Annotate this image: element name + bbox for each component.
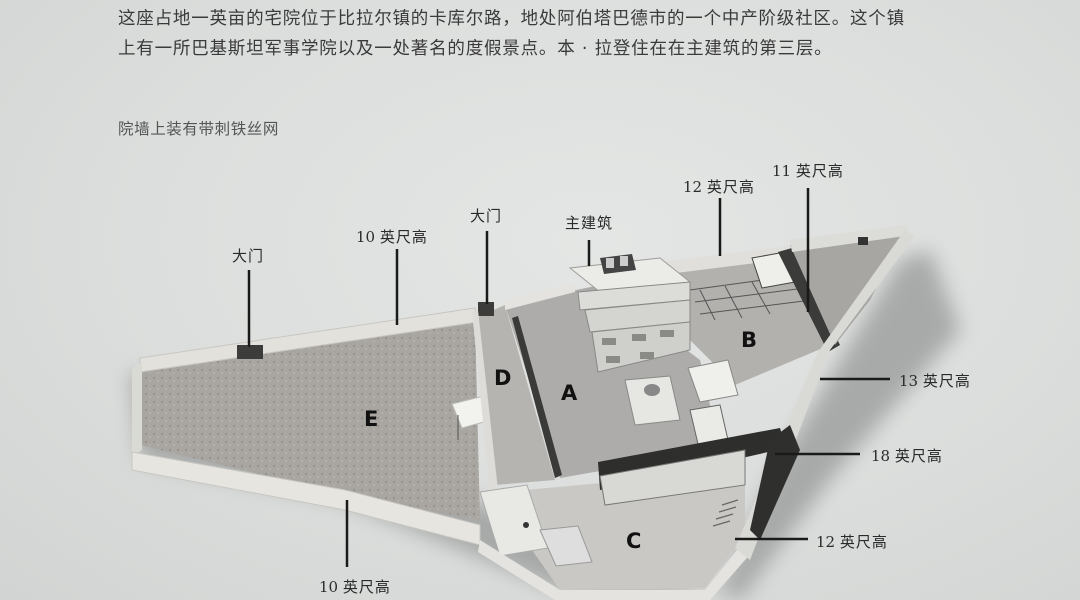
callout-gate-west: 大门 (232, 247, 265, 265)
callout-wall-north-west: 10 英尺高 (356, 228, 428, 246)
zone-d-driveway (472, 302, 555, 492)
callout-gate-middle: 大门 (470, 207, 503, 225)
callout-main-building: 主建筑 (565, 214, 614, 232)
main-building-model (568, 254, 739, 445)
leader-lines (247, 188, 890, 567)
zone-label-b: B (741, 328, 758, 352)
gate-west (237, 345, 263, 359)
callout-wall-east: 13 英尺高 (899, 372, 971, 390)
zone-e-yard (131, 307, 499, 546)
intro-paragraph: 这座占地一英亩的宅院位于比拉尔镇的卡库尔路，地处阿伯塔巴德市的一个中产阶级社区。… (118, 4, 1018, 64)
paragraph-line-2: 上有一所巴基斯坦军事学院以及一处著名的度假景点。本 · 拉登住在在主建筑的第三层… (118, 39, 833, 59)
callout-wall-south-west: 10 英尺高 (319, 578, 391, 596)
callout-wall-south-east: 18 英尺高 (871, 447, 943, 465)
callout-wall-east-inner: 11 英尺高 (772, 162, 844, 180)
zone-c-area (478, 428, 786, 600)
zone-label-d: D (494, 366, 512, 390)
zone-label-a: A (561, 381, 578, 405)
zone-label-e: E (364, 407, 379, 431)
callout-wall-north-east: 12 英尺高 (683, 178, 755, 196)
barbed-wire-note: 院墙上装有带刺铁丝网 (118, 120, 280, 138)
gate-middle (478, 302, 494, 316)
zone-a-courtyard (505, 283, 720, 478)
callout-wall-south: 12 英尺高 (816, 533, 888, 551)
zone-label-c: C (626, 529, 642, 553)
paragraph-line-1: 这座占地一英亩的宅院位于比拉尔镇的卡库尔路，地处阿伯塔巴德市的一个中产阶级社区。… (118, 9, 905, 29)
